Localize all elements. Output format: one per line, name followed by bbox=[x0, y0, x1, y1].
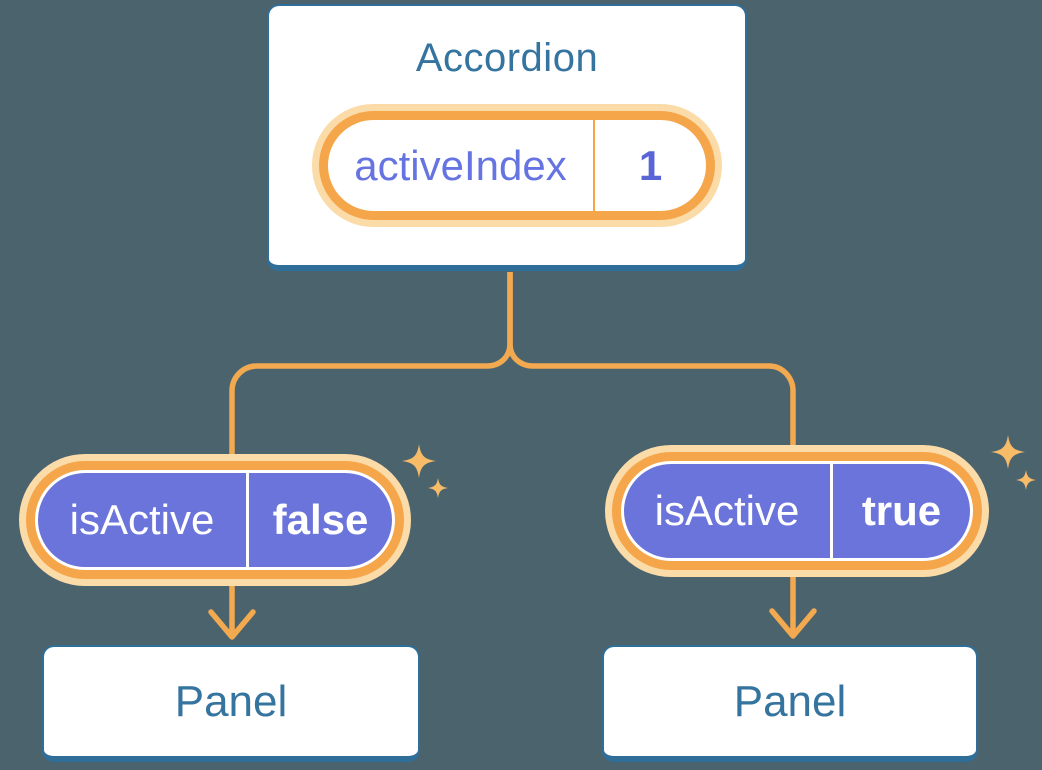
state-pill-activeindex: activeIndex 1 bbox=[319, 111, 715, 220]
pill-divider bbox=[830, 464, 833, 558]
accordion-title: Accordion bbox=[415, 36, 599, 80]
panel-title: Panel bbox=[733, 676, 847, 726]
prop-pill-isactive-true: isActive true bbox=[621, 461, 973, 561]
prop-pill-isactive-false: isActive false bbox=[35, 470, 395, 570]
state-pill-label: activeIndex bbox=[354, 141, 567, 189]
connector-left-branch bbox=[229, 272, 513, 634]
arrowhead-right-icon bbox=[769, 608, 817, 639]
prop-pill-label: isActive bbox=[69, 496, 215, 543]
panel-component-box-right: Panel bbox=[602, 645, 978, 762]
pill-divider bbox=[593, 120, 595, 211]
sparkle-icon bbox=[1015, 469, 1037, 491]
connector-right-branch bbox=[507, 272, 796, 632]
state-pill-value: 1 bbox=[638, 141, 663, 189]
sparkle-icon bbox=[991, 435, 1025, 469]
prop-pill-label: isActive bbox=[654, 487, 800, 534]
sparkle-icon bbox=[427, 477, 449, 499]
sparkle-icon bbox=[402, 444, 436, 478]
arrowhead-left-icon bbox=[208, 609, 256, 640]
prop-pill-value: true bbox=[861, 487, 942, 534]
accordion-component-box: Accordion activeIndex 1 bbox=[267, 4, 747, 271]
panel-title: Panel bbox=[174, 676, 288, 726]
prop-pill-value: false bbox=[272, 496, 369, 543]
pill-divider bbox=[246, 473, 249, 567]
panel-component-box-left: Panel bbox=[42, 645, 420, 762]
